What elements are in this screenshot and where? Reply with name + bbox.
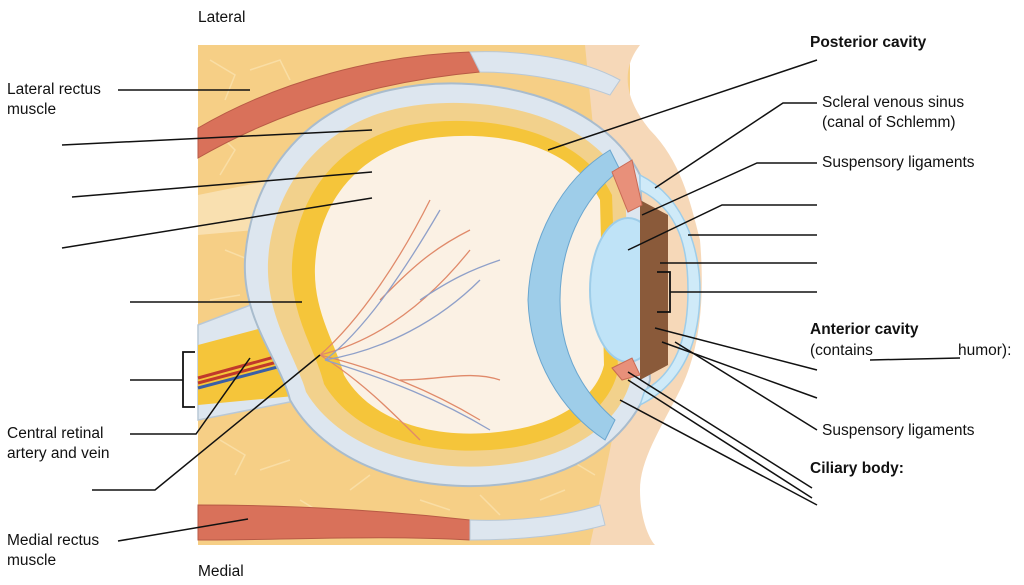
lateral-label: Lateral xyxy=(198,9,246,26)
vitreous-body xyxy=(314,135,604,434)
scleral-sinus-label-line2: (canal of Schlemm) xyxy=(822,114,956,131)
suspensory-ligaments-top-label: Suspensory ligaments xyxy=(822,154,975,171)
anterior-cavity-label: Anterior cavity xyxy=(810,321,919,338)
optic-nerve-bracket xyxy=(182,351,195,408)
medial-rectus-label-line2: muscle xyxy=(7,552,57,569)
anterior-contains-label-b: humor): xyxy=(958,342,1012,359)
leader-lines xyxy=(61,59,961,542)
medial-label: Medial xyxy=(198,563,244,580)
iris xyxy=(640,200,668,380)
medial-rectus-label-line1: Medial rectus xyxy=(7,532,100,549)
central-retinal-label-line2: artery and vein xyxy=(7,445,110,462)
lateral-rectus-label-line2: muscle xyxy=(7,101,57,118)
ciliary-body-label: Ciliary body: xyxy=(810,460,904,477)
ciliary-body-upper xyxy=(611,159,643,213)
posterior-cavity-label: Posterior cavity xyxy=(810,34,927,51)
retinal-vessels xyxy=(319,199,501,441)
ciliary-processes xyxy=(527,149,621,441)
suspensory-ligaments-bottom-label: Suspensory ligaments xyxy=(822,422,975,439)
medial-rectus-tendon xyxy=(469,504,606,541)
anterior-contains-label-a: (contains xyxy=(810,342,873,359)
lateral-rectus-label-line1: Lateral rectus xyxy=(7,81,101,98)
central-retinal-label-line1: Central retinal xyxy=(7,425,104,442)
scleral-sinus-label-line1: Scleral venous sinus xyxy=(822,94,965,111)
lateral-rectus-tendon xyxy=(469,51,621,96)
